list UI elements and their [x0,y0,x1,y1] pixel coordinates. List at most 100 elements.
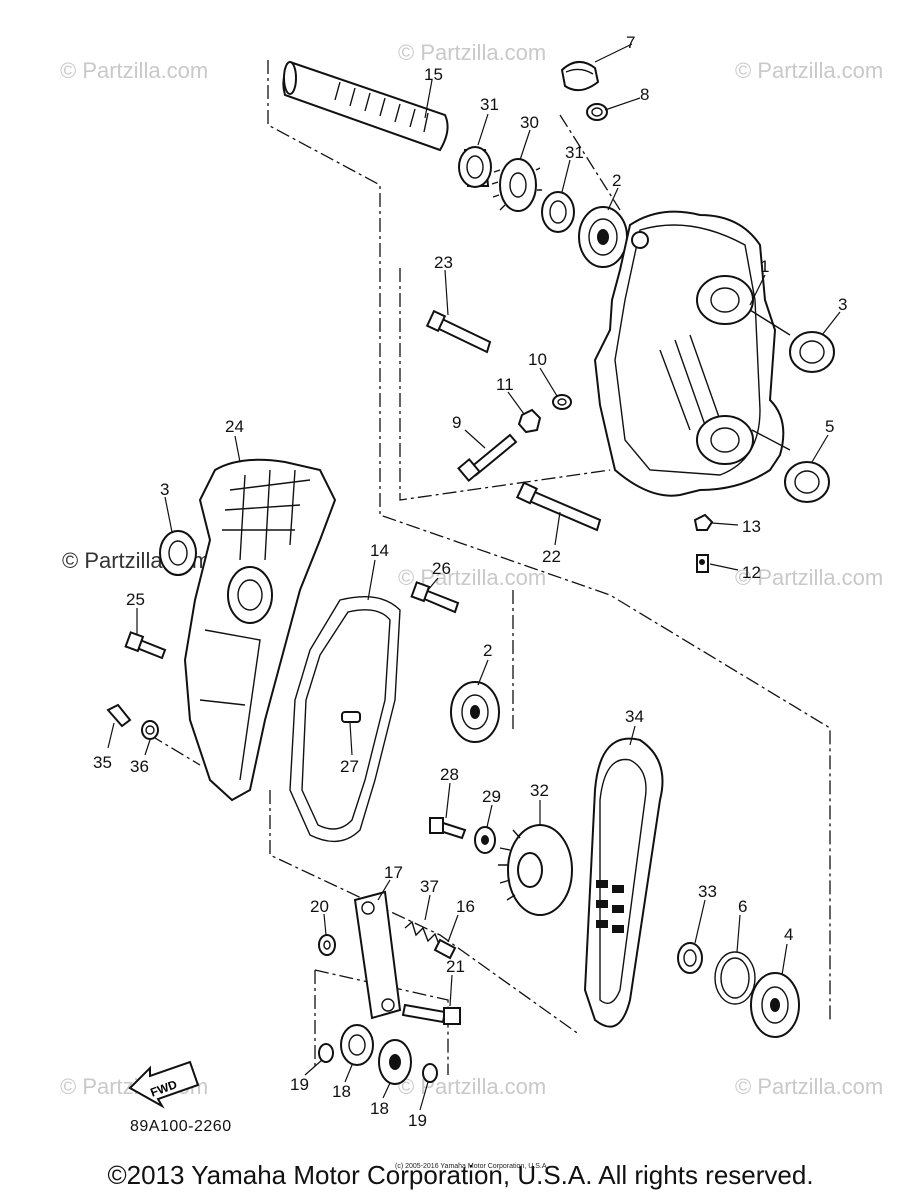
spring-37 [404,920,441,948]
chaincase-1 [593,210,791,497]
callout-9: 9 [452,413,461,432]
seal-5 [784,461,830,503]
callout-21: 21 [446,957,465,976]
callout-3-left: 3 [160,480,169,499]
callout-16: 16 [456,897,475,916]
callout-36: 36 [130,757,149,776]
callout-19-left: 19 [290,1075,309,1094]
callout-19-right: 19 [408,1111,427,1130]
seal-3-right [789,331,835,373]
washer-19-right [422,1063,438,1083]
watermark-top-right: © Partzilla.com [735,58,883,83]
callout-18-right: 18 [370,1099,389,1118]
chain-34 [583,737,664,1028]
bolt-9 [457,433,518,483]
callout-23: 23 [434,253,453,272]
watermark-bottom-right: © Partzilla.com [735,1074,883,1099]
callout-2-mid: 2 [483,641,492,660]
tensioner-arm-17 [353,890,402,1020]
pin-16 [433,938,457,960]
washer-20 [318,934,336,956]
watermark-top-center: © Partzilla.com [398,40,546,65]
callout-6: 6 [738,897,747,916]
bolt-23 [425,309,492,354]
callout-7: 7 [626,33,635,52]
callout-35: 35 [93,753,112,772]
shaft-15 [282,60,449,152]
bearing-2-top [578,206,628,268]
watermark-bottom-center: © Partzilla.com [398,1074,546,1099]
washer-10 [552,394,572,410]
callout-25: 25 [126,590,145,609]
callout-13: 13 [742,517,761,536]
guide-line-washers [314,969,449,1075]
gasket-14 [289,595,401,843]
callout-37: 37 [420,877,439,896]
fwd-arrow: FWD [128,1060,200,1109]
callout-3-right: 3 [838,295,847,314]
callout-24: 24 [225,417,244,436]
watermark-mid-right: © Partzilla.com [735,565,883,590]
pin-27 [341,711,361,723]
callout-12: 12 [742,563,761,582]
leader-lines [107,43,841,1111]
washer-29 [474,826,496,854]
screw-12 [696,554,709,573]
bearing-31-right [541,191,575,233]
callout-5: 5 [825,417,834,436]
part-number-callouts: 7 8 15 31 30 31 2 1 3 5 23 10 11 9 22 13… [93,33,847,1130]
callout-26: 26 [432,559,451,578]
guide-line-tensioner [269,790,581,1036]
callout-15: 15 [424,65,443,84]
callout-34: 34 [625,707,644,726]
bolt-28 [429,817,467,840]
roller-18-right [378,1039,412,1085]
callout-32: 32 [530,781,549,800]
guide-line-plug [559,114,621,211]
callout-20: 20 [310,897,329,916]
callout-10: 10 [528,350,547,369]
bearing-2-mid [450,681,500,743]
bolt-21 [401,1003,461,1025]
callout-1: 1 [760,257,769,276]
callout-8: 8 [640,85,649,104]
callout-4: 4 [784,925,793,944]
bolt-25 [124,631,167,660]
callout-14: 14 [370,541,389,560]
callout-22: 22 [542,547,561,566]
callout-33: 33 [698,882,717,901]
callout-31-left: 31 [480,95,499,114]
callout-2-top: 2 [612,171,621,190]
bolt-26 [410,581,460,614]
bearing-4 [750,972,800,1038]
nut-13 [693,513,714,531]
circlip-6 [714,951,756,1005]
callout-28: 28 [440,765,459,784]
washer-8 [586,103,608,121]
gear-30 [491,158,542,212]
callout-29: 29 [482,787,501,806]
assembly-guide-lines [149,60,831,1075]
diagram-code: 89A100-2260 [130,1118,232,1135]
washer-19-left [318,1043,334,1063]
roller-18-left [340,1024,374,1066]
bolt-22 [515,481,602,532]
callout-31-right: 31 [565,143,584,162]
callout-11: 11 [496,375,514,394]
callout-30: 30 [520,113,539,132]
nut-11 [517,408,542,434]
callout-17: 17 [384,863,403,882]
washer-36 [141,720,159,740]
callout-27: 27 [340,757,359,776]
collar-33 [677,942,703,974]
plug-7 [560,61,600,92]
bearing-31-left [458,146,492,188]
copyright-notice: ©2013 Yamaha Motor Corporation, U.S.A. A… [107,1160,814,1190]
guide-line-bolts [399,268,611,501]
guide-line-washer-36 [149,734,201,766]
seal-3-left [159,530,197,576]
callout-18-left: 18 [332,1082,351,1101]
sprocket-32 [498,824,573,916]
tiny-credit-text: (c) 2005-2016 Yamaha Motor Corporation, … [395,1163,549,1170]
